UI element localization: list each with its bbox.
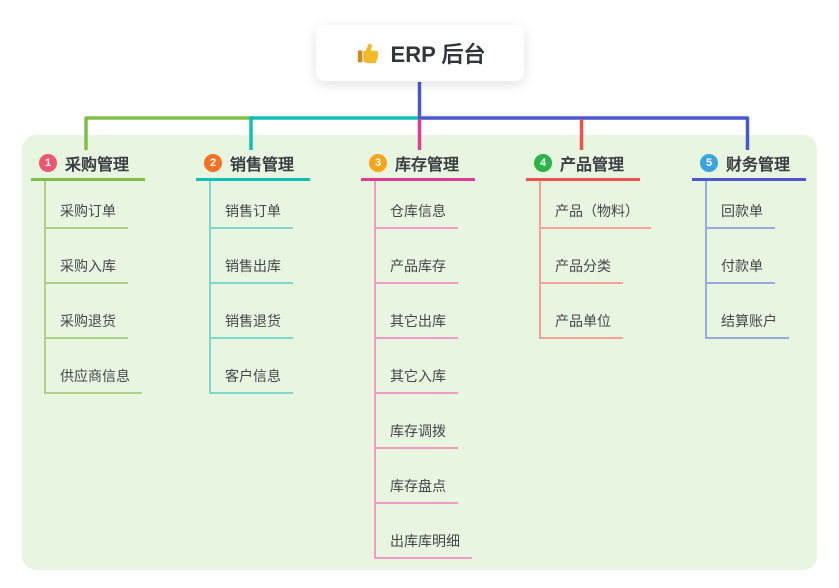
branch-finance-children: 回款单 付款单 结算账户 [705, 181, 789, 339]
thumbs-up-icon [355, 40, 381, 66]
mindmap-node[interactable]: 库存盘点 [376, 449, 472, 504]
mindmap-node[interactable]: 客户信息 [211, 339, 293, 394]
mindmap-panel [22, 135, 817, 570]
branch-inventory-children: 仓库信息 产品库存 其它出库 其它入库 库存调拨 库存盘点 出库库明细 [374, 181, 472, 559]
mindmap-node[interactable]: 销售订单 [211, 181, 293, 229]
branch-finance: 5 财务管理 回款单 付款单 结算账户 [692, 147, 806, 339]
branch-sales-title[interactable]: 2 销售管理 [196, 147, 310, 181]
branch-product: 4 产品管理 产品（物料） 产品分类 产品单位 [526, 147, 651, 339]
root-node-erp[interactable]: ERP 后台 [316, 25, 524, 81]
branch-inventory-title[interactable]: 3 库存管理 [361, 147, 475, 181]
mindmap-node[interactable]: 产品单位 [541, 284, 651, 339]
mindmap-node[interactable]: 采购退货 [46, 284, 142, 339]
mindmap-node[interactable]: 销售退货 [211, 284, 293, 339]
branch-finance-label: 财务管理 [726, 156, 791, 174]
mindmap-node[interactable]: 供应商信息 [46, 339, 142, 394]
badge-2: 2 [204, 153, 222, 172]
mindmap-node[interactable]: 出库库明细 [376, 504, 472, 559]
mindmap-node[interactable]: 结算账户 [707, 284, 789, 339]
badge-5: 5 [700, 153, 718, 172]
branch-product-label: 产品管理 [560, 156, 625, 174]
branch-purchase-title[interactable]: 1 采购管理 [31, 147, 145, 181]
branch-purchase-label: 采购管理 [65, 156, 130, 174]
branch-inventory: 3 库存管理 仓库信息 产品库存 其它出库 其它入库 库存调拨 库存盘点 出库库… [361, 147, 475, 559]
mindmap-node[interactable]: 采购入库 [46, 229, 142, 284]
branch-product-title[interactable]: 4 产品管理 [526, 147, 640, 181]
mindmap-node[interactable]: 仓库信息 [376, 181, 472, 229]
mindmap-node[interactable]: 产品（物料） [541, 181, 651, 229]
branch-sales: 2 销售管理 销售订单 销售出库 销售退货 客户信息 [196, 147, 310, 394]
branch-purchase: 1 采购管理 采购订单 采购入库 采购退货 供应商信息 [31, 147, 145, 394]
mindmap-node[interactable]: 其它入库 [376, 339, 472, 394]
badge-4: 4 [534, 153, 552, 172]
mindmap-node[interactable]: 产品库存 [376, 229, 472, 284]
mindmap-node[interactable]: 采购订单 [46, 181, 142, 229]
mindmap-node[interactable]: 销售出库 [211, 229, 293, 284]
branch-sales-children: 销售订单 销售出库 销售退货 客户信息 [209, 181, 293, 394]
mindmap-node[interactable]: 库存调拨 [376, 394, 472, 449]
mindmap-node[interactable]: 回款单 [707, 181, 789, 229]
branch-sales-label: 销售管理 [230, 156, 295, 174]
mindmap-node[interactable]: 其它出库 [376, 284, 472, 339]
branch-purchase-children: 采购订单 采购入库 采购退货 供应商信息 [44, 181, 142, 394]
mindmap-node[interactable]: 产品分类 [541, 229, 651, 284]
branch-finance-title[interactable]: 5 财务管理 [692, 147, 806, 181]
branch-inventory-label: 库存管理 [395, 156, 460, 174]
mindmap-node[interactable]: 付款单 [707, 229, 789, 284]
badge-3: 3 [369, 153, 387, 172]
root-node-label: ERP 后台 [390, 42, 486, 67]
branch-product-children: 产品（物料） 产品分类 产品单位 [539, 181, 651, 339]
badge-1: 1 [39, 153, 57, 172]
